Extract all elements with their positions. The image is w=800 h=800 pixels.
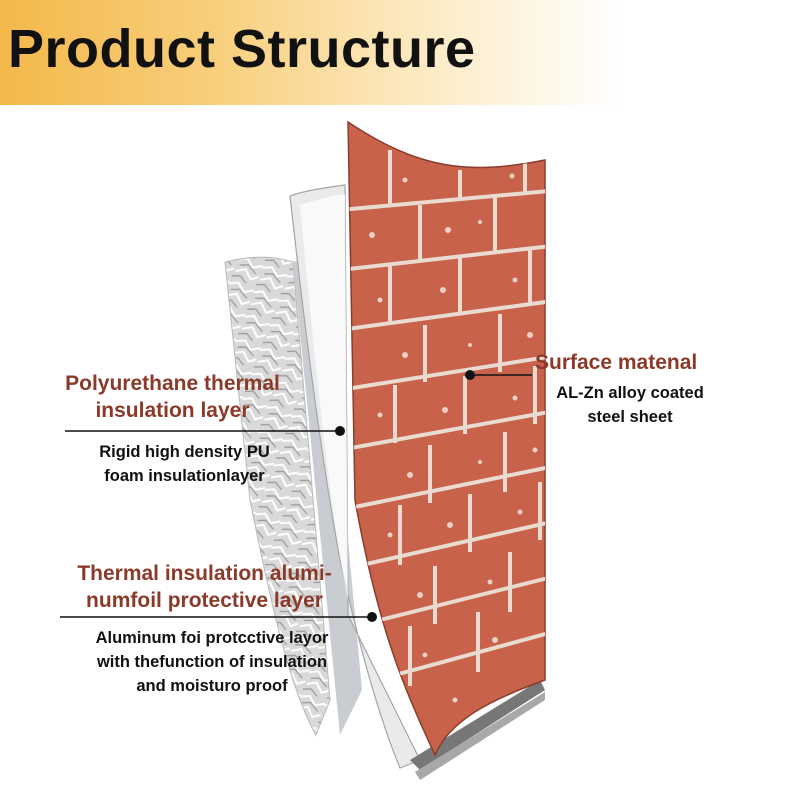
pu-layer-desc: Rigid high density PU foam insulationlay…	[62, 440, 307, 488]
foil-layer-desc: Aluminum foi protcctive layor with thefu…	[62, 626, 362, 698]
pu-layer-title: Polyurethane thermal insulation layer	[40, 370, 305, 424]
surface-layer-title: Surface matenal	[535, 349, 697, 376]
surface-layer-desc: AL-Zn alloy coated steel sheet	[532, 381, 728, 429]
steel-surface-layer	[340, 122, 560, 755]
foil-layer-title: Thermal insulation alumi- numfoil protec…	[52, 560, 357, 614]
